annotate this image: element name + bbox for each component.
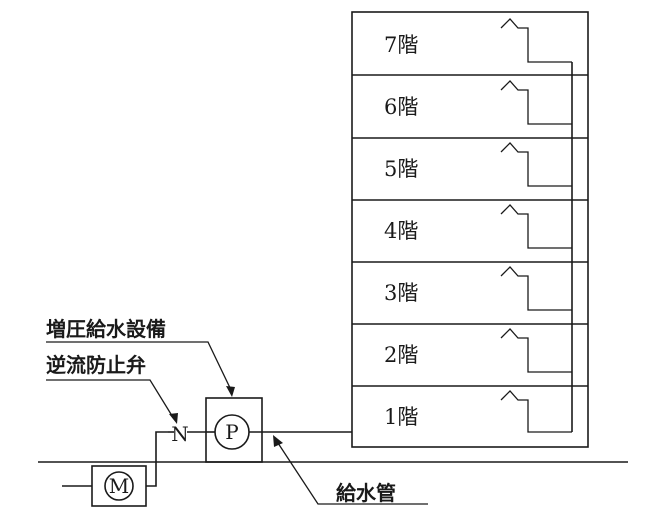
booster-equipment-label: 増圧給水設備 (46, 317, 166, 341)
faucet-icon (500, 328, 572, 373)
faucet-icon (500, 142, 572, 187)
check-valve-label: 逆流防止弁 (46, 353, 146, 377)
check-valve-icon: N (171, 422, 189, 446)
meter-symbol: M (109, 474, 129, 498)
arrow-head (226, 386, 235, 397)
callout-booster: 増圧給水設備 (46, 317, 235, 397)
faucet-icon (500, 18, 572, 63)
meter-icon (104, 471, 134, 501)
floor-label-4: 4階 (384, 219, 418, 243)
floor-label-3: 3階 (384, 281, 418, 305)
floor-label-2: 2階 (384, 343, 418, 367)
riser-to-valve (146, 431, 168, 487)
building (351, 11, 589, 448)
pump-symbol: P (225, 420, 238, 444)
floor-label-5: 5階 (384, 157, 418, 181)
supply-line: M N P (62, 397, 352, 507)
faucets (500, 18, 572, 433)
floor-label-1: 1階 (384, 405, 418, 429)
faucet-icon (500, 204, 572, 249)
callout-supply-pipe: 給水管 (273, 435, 428, 505)
faucet-icon (500, 266, 572, 311)
arrow-head (273, 435, 283, 447)
floor-label-7: 7階 (384, 33, 418, 57)
callout-valve: 逆流防止弁 (46, 353, 178, 424)
booster-equipment-box (205, 397, 263, 463)
supply-pipe-label: 給水管 (336, 481, 396, 505)
floor-labels: 7階 6階 5階 4階 3階 2階 1階 (384, 33, 418, 429)
faucet-icon (500, 80, 572, 125)
arrow-head (169, 413, 178, 424)
faucet-icon (500, 390, 572, 433)
building-outline (351, 11, 589, 448)
booster-leader-line (46, 341, 233, 393)
floor-label-6: 6階 (384, 95, 418, 119)
valve-leader-line (46, 379, 175, 420)
supply-leader-line (275, 439, 428, 505)
